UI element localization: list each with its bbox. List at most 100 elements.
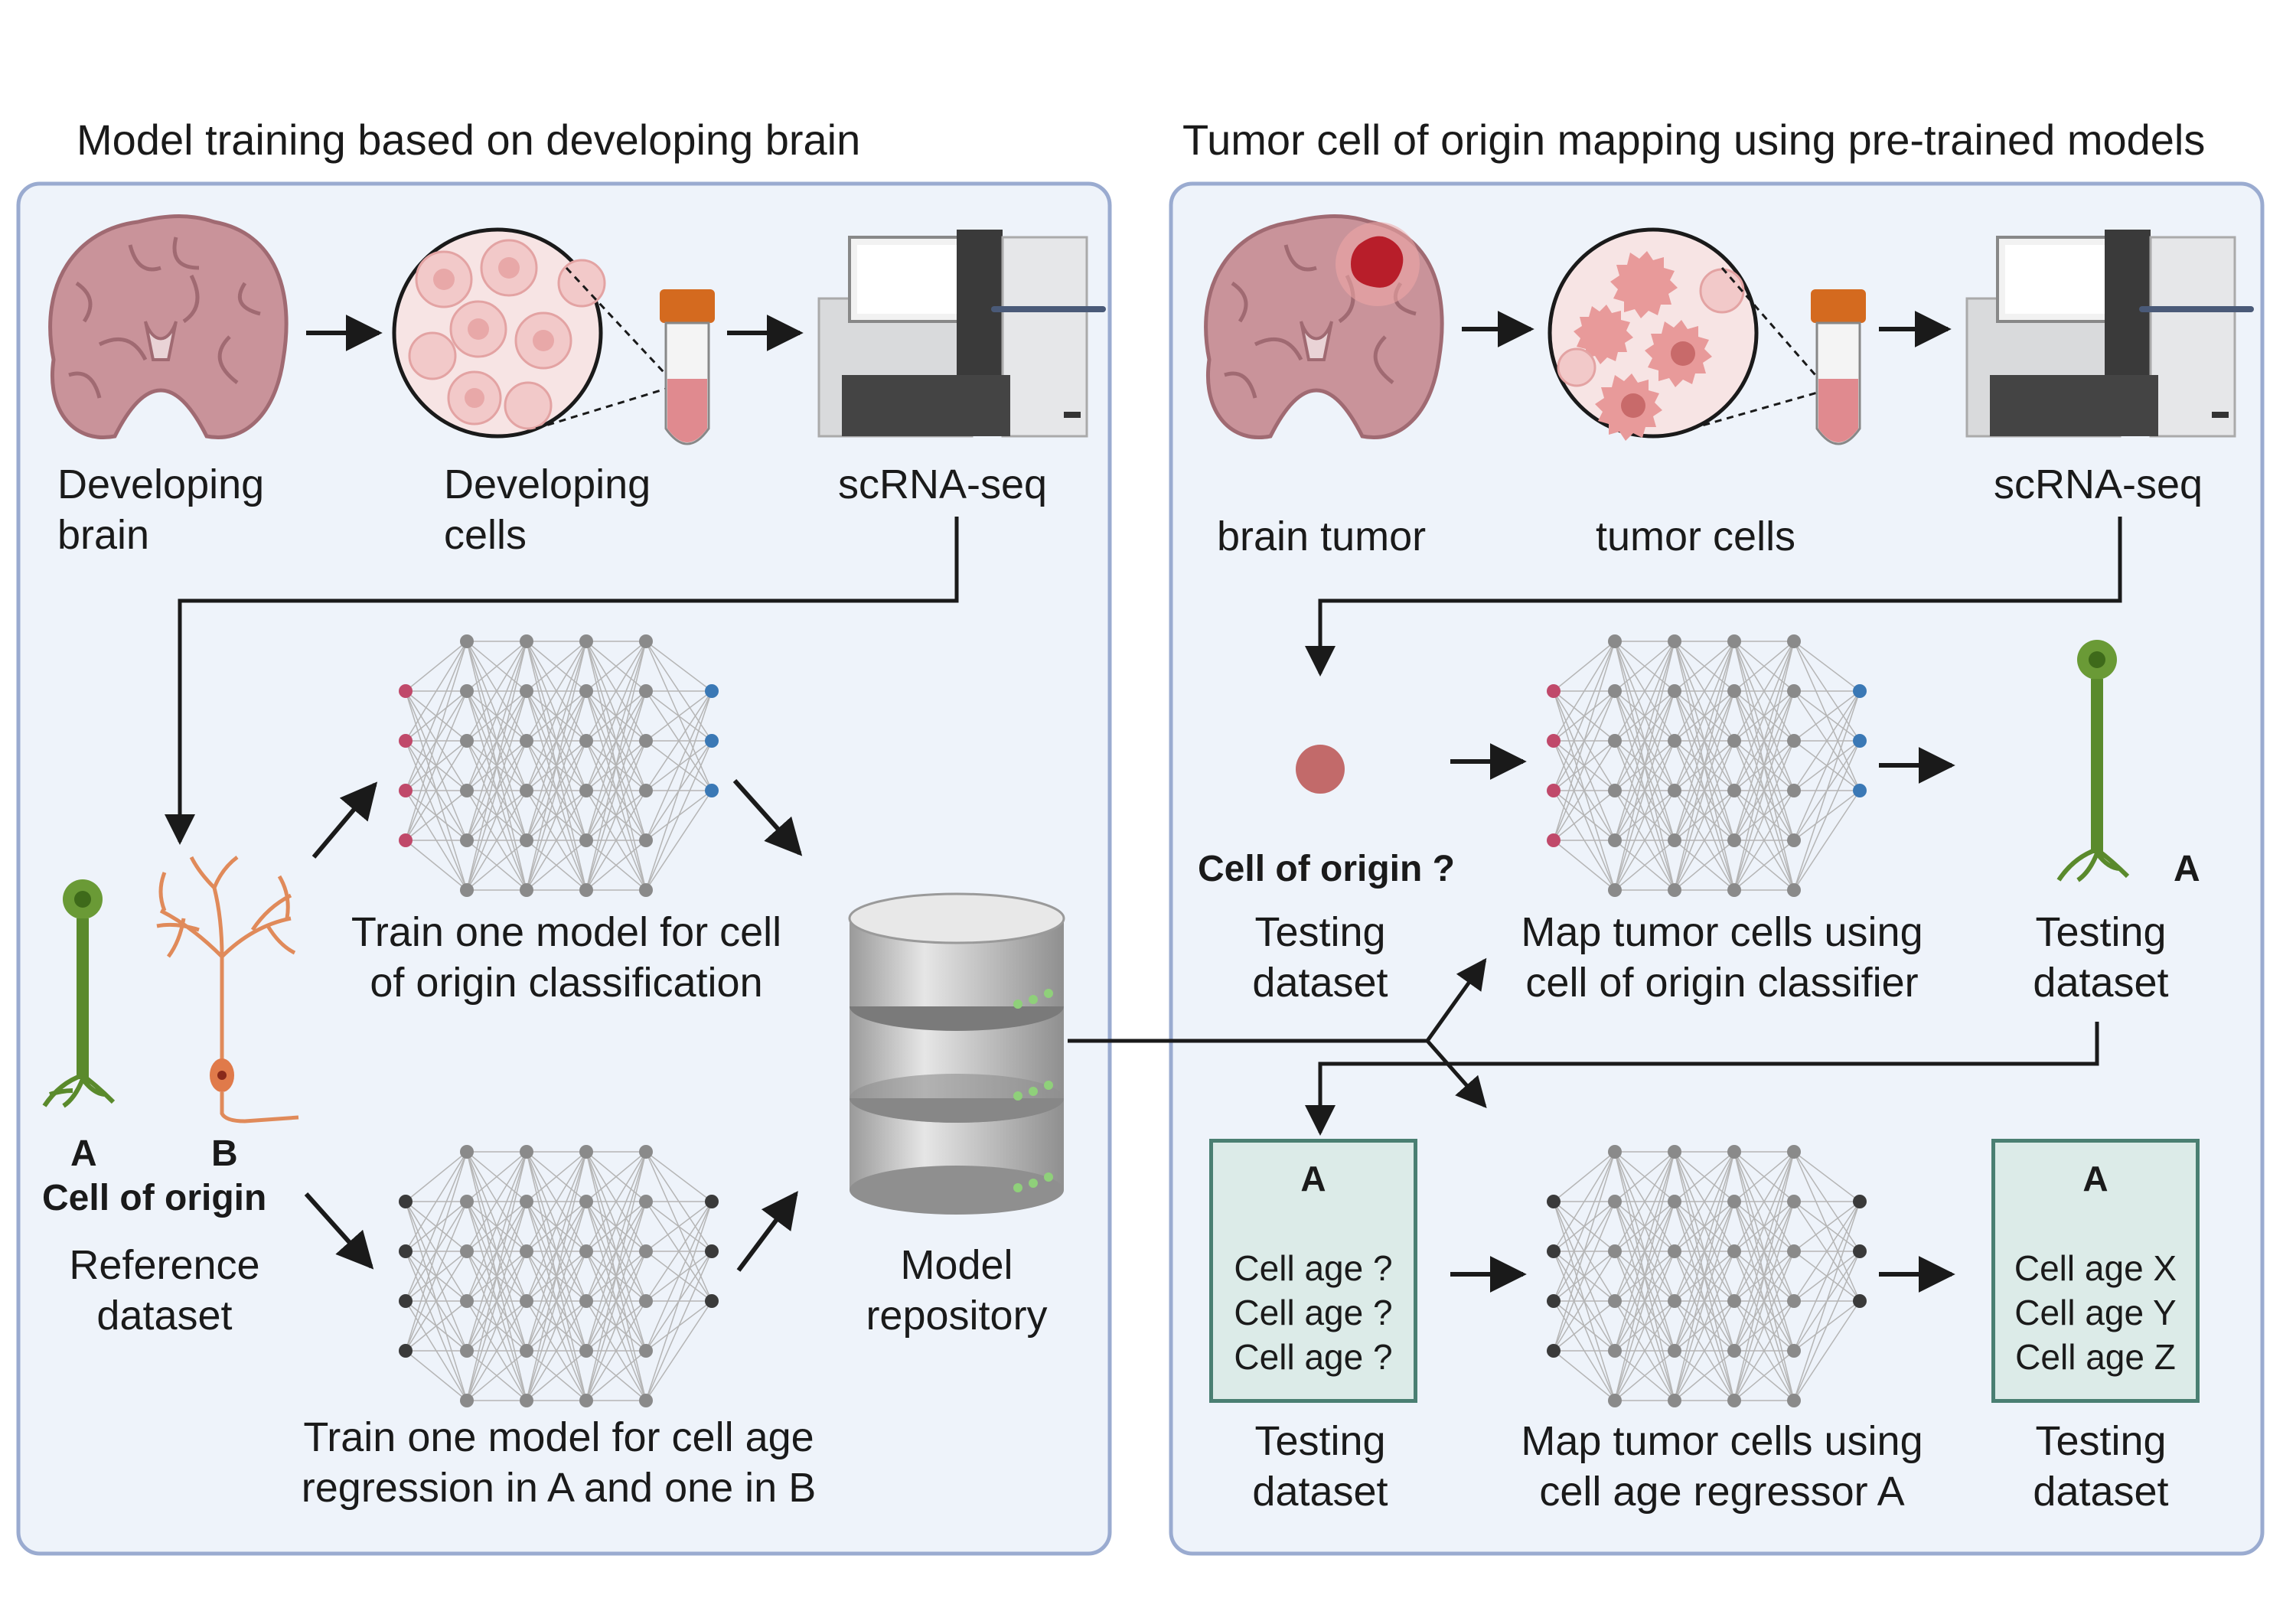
network-edge — [645, 1151, 713, 1202]
network-edge — [526, 641, 587, 742]
network-edge — [1733, 1251, 1795, 1401]
testing-dataset-label: Testing dataset — [1982, 1416, 2219, 1517]
network-edge — [466, 1251, 527, 1401]
network-edge — [645, 1201, 713, 1352]
network-edge — [1614, 1300, 1675, 1401]
network-edge — [1793, 790, 1861, 891]
network-edge — [1733, 1350, 1795, 1401]
network-node — [1668, 1195, 1681, 1208]
network-node — [460, 883, 474, 897]
network-node — [1608, 634, 1622, 648]
classifier-network-icon — [399, 634, 719, 897]
network-node — [520, 833, 533, 847]
network-edge — [585, 1151, 647, 1401]
network-edge — [526, 1151, 587, 1352]
reference-dataset-label: Reference dataset — [38, 1240, 291, 1341]
network-node — [579, 1244, 593, 1258]
network-node — [1787, 1244, 1801, 1258]
network-edge — [585, 1300, 647, 1401]
network-edge — [585, 1151, 647, 1202]
network-node — [1727, 1344, 1741, 1358]
testing-dataset-label: Testing dataset — [1202, 907, 1439, 1008]
network-node — [579, 734, 593, 748]
card-title: A — [2082, 1159, 2108, 1198]
network-edge — [1793, 1300, 1861, 1401]
network-edge — [1553, 1151, 1616, 1202]
network-node — [1668, 784, 1681, 797]
label-line: Map tumor cells using — [1521, 909, 1923, 955]
network-node — [399, 684, 413, 698]
label-line: Developing — [444, 461, 651, 507]
network-node — [1727, 1394, 1741, 1407]
network-edge — [1793, 1201, 1861, 1401]
network-node — [1787, 684, 1801, 698]
network-edge — [1674, 1350, 1735, 1401]
network-edge — [1674, 840, 1735, 891]
sequencer-icon — [817, 230, 1106, 438]
network-edge — [526, 641, 587, 891]
network-node — [639, 1394, 653, 1407]
network-edge — [405, 740, 468, 841]
label-line: Train one model for cell — [351, 909, 782, 955]
network-edge — [585, 790, 647, 891]
network-edge — [645, 740, 713, 891]
network-node — [1547, 1294, 1561, 1308]
network-node — [399, 1344, 413, 1358]
network-edge — [1793, 1151, 1861, 1202]
network-node — [520, 684, 533, 698]
developing-brain-label: Developing brain — [57, 459, 264, 560]
network-node — [460, 784, 474, 797]
network-node — [1787, 1195, 1801, 1208]
network-edge — [1614, 840, 1675, 891]
network-edge — [1553, 641, 1616, 791]
label-line: Testing — [1254, 909, 1386, 955]
network-node — [460, 1294, 474, 1308]
network-edge — [585, 1201, 647, 1401]
network-edge — [1614, 1151, 1675, 1401]
network-edge — [585, 740, 647, 891]
network-node — [1787, 1394, 1801, 1407]
network-edge — [1553, 1300, 1616, 1352]
network-node — [705, 1294, 719, 1308]
network-node — [399, 1244, 413, 1258]
network-node — [1853, 1195, 1867, 1208]
network-node — [460, 1344, 474, 1358]
developing-cells-label: Developing cells — [444, 459, 651, 560]
network-node — [1668, 1344, 1681, 1358]
network-edge — [1614, 641, 1675, 692]
network-node — [520, 734, 533, 748]
network-node — [1727, 1145, 1741, 1159]
network-node — [705, 1195, 719, 1208]
scrna-seq-label: scRNA-seq — [1994, 461, 2203, 507]
network-node — [1787, 634, 1801, 648]
network-node — [579, 1294, 593, 1308]
network-edge — [1733, 840, 1795, 891]
network-edge — [1553, 641, 1616, 742]
network-node — [639, 634, 653, 648]
network-edge — [1674, 641, 1735, 891]
cell-of-origin-question-label: Cell of origin ? — [1198, 849, 1455, 889]
label-line: dataset — [96, 1293, 233, 1339]
network-edge — [1614, 641, 1675, 841]
developing-cells-icon — [392, 227, 606, 439]
label-line: Model — [900, 1242, 1013, 1288]
network-edge — [1614, 1151, 1675, 1252]
network-edge — [466, 1300, 527, 1401]
brain-tumor-label: brain tumor — [1217, 514, 1427, 559]
model-repository-label: Model repository — [827, 1240, 1087, 1341]
network-edge — [526, 790, 587, 891]
tumor-cells-label: tumor cells — [1596, 514, 1796, 559]
network-edge — [466, 840, 527, 891]
network-edge — [1674, 1251, 1735, 1401]
arrow-regressor-to-repo — [736, 1191, 798, 1272]
tumor-cells-icon — [1548, 227, 1759, 441]
network-edge — [1793, 1201, 1861, 1302]
network-edge — [405, 1251, 468, 1352]
network-edge — [1793, 1201, 1861, 1352]
network-edge — [526, 690, 587, 891]
network-node — [1668, 1394, 1681, 1407]
network-edge — [645, 790, 713, 891]
network-edge — [1553, 1350, 1616, 1401]
arrow-classifier-to-repo — [732, 778, 803, 856]
network-node — [1727, 1244, 1741, 1258]
